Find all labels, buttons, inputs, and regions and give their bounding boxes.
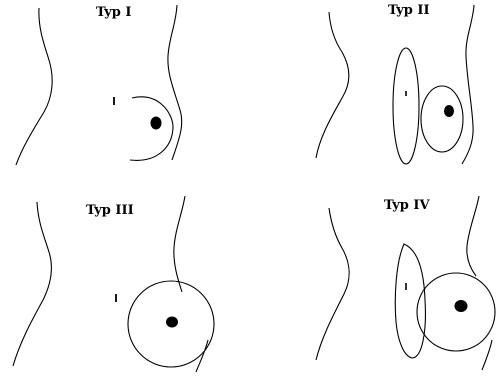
body-outline-left [316, 12, 349, 158]
panel-typ-4 [316, 196, 495, 370]
hernia-sac-outline [417, 273, 495, 351]
hernia-sac-outline [421, 86, 463, 152]
panel-title-typ-1: Typ I [96, 5, 132, 20]
stoma-dot [444, 105, 454, 117]
body-outline-right-lower [196, 340, 208, 372]
panel-typ-3 [13, 196, 214, 372]
body-outline-right [174, 196, 185, 292]
body-outline-right [462, 5, 474, 164]
bulge-outline [395, 244, 425, 358]
panel-title-typ-3: Typ III [86, 203, 134, 218]
body-outline-left [13, 202, 51, 366]
panel-typ-1 [16, 5, 182, 165]
body-outline-left [316, 208, 349, 360]
bulge-outline [393, 48, 419, 164]
hernia-bulge-outline [130, 97, 173, 160]
body-outline-right [168, 5, 182, 160]
stoma-dot [166, 317, 178, 328]
stoma-dot [151, 117, 162, 130]
panel-title-typ-4: Typ IV [384, 198, 430, 213]
panel-typ-2 [316, 5, 474, 164]
panel-title-typ-2: Typ II [388, 3, 430, 18]
body-outline-right [467, 196, 479, 276]
body-outline-right-lower [482, 340, 492, 370]
body-outline-left [16, 8, 52, 165]
stoma-dot [455, 300, 468, 312]
